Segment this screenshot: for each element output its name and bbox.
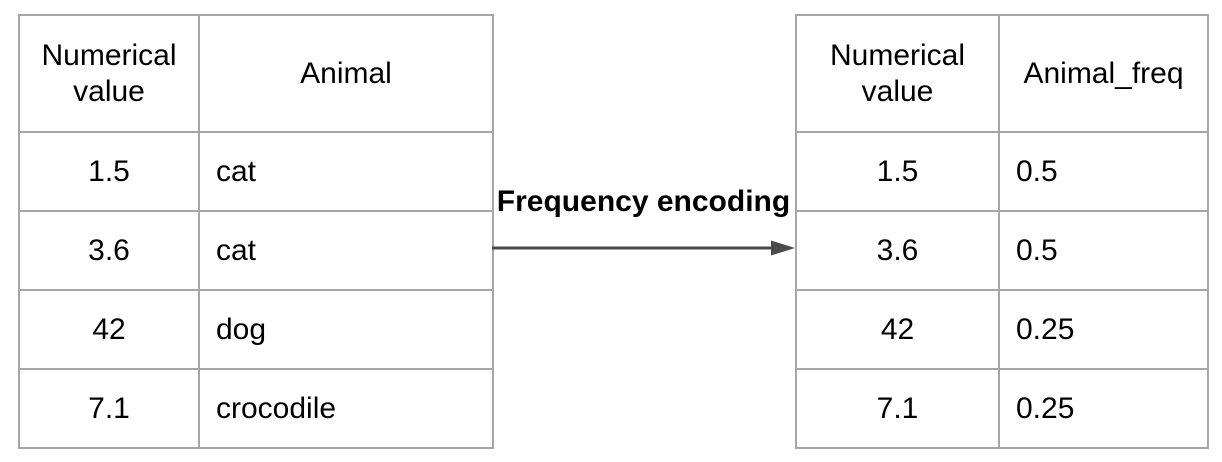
transformation-annotation: Frequency encoding bbox=[492, 185, 795, 260]
table-row: 7.1 crocodile bbox=[18, 368, 494, 449]
table-row: 3.6 0.5 bbox=[795, 210, 1209, 291]
header-cell-animal-freq: Animal_freq bbox=[998, 14, 1209, 133]
header-cell-animal: Animal bbox=[198, 14, 494, 133]
cell-animal-freq: 0.25 bbox=[998, 289, 1209, 370]
cell-numerical-value: 3.6 bbox=[795, 210, 1000, 291]
cell-numerical-value: 42 bbox=[795, 289, 1000, 370]
cell-animal-freq: 0.5 bbox=[998, 131, 1209, 212]
original-table: Numerical value Animal 1.5 cat 3.6 cat 4… bbox=[18, 14, 494, 449]
cell-animal-freq: 0.25 bbox=[998, 368, 1209, 449]
arrow-label: Frequency encoding bbox=[496, 185, 791, 218]
table-row: 3.6 cat bbox=[18, 210, 494, 291]
table-header-row: Numerical value Animal_freq bbox=[795, 14, 1209, 133]
table-row: 1.5 cat bbox=[18, 131, 494, 212]
cell-numerical-value: 3.6 bbox=[18, 210, 200, 291]
table-row: 1.5 0.5 bbox=[795, 131, 1209, 212]
cell-animal: dog bbox=[198, 289, 494, 370]
table-row: 42 0.25 bbox=[795, 289, 1209, 370]
cell-animal: cat bbox=[198, 210, 494, 291]
cell-numerical-value: 7.1 bbox=[795, 368, 1000, 449]
cell-numerical-value: 42 bbox=[18, 289, 200, 370]
cell-animal: crocodile bbox=[198, 368, 494, 449]
encoded-table: Numerical value Animal_freq 1.5 0.5 3.6 … bbox=[795, 14, 1209, 449]
cell-animal-freq: 0.5 bbox=[998, 210, 1209, 291]
cell-numerical-value: 1.5 bbox=[795, 131, 1000, 212]
header-cell-numerical-value: Numerical value bbox=[795, 14, 1000, 133]
header-cell-numerical-value: Numerical value bbox=[18, 14, 200, 133]
table-row: 42 dog bbox=[18, 289, 494, 370]
cell-animal: cat bbox=[198, 131, 494, 212]
cell-numerical-value: 7.1 bbox=[18, 368, 200, 449]
table-header-row: Numerical value Animal bbox=[18, 14, 494, 133]
cell-numerical-value: 1.5 bbox=[18, 131, 200, 212]
table-row: 7.1 0.25 bbox=[795, 368, 1209, 449]
right-arrow-icon bbox=[492, 240, 795, 256]
